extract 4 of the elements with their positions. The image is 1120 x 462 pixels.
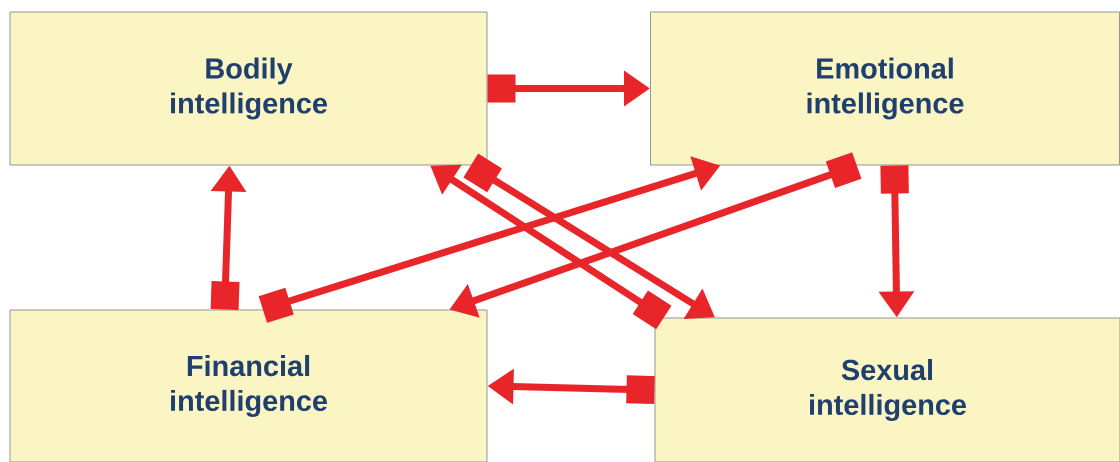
concept-box: Bodily intelligence xyxy=(9,11,488,166)
concept-box: Financial intelligence xyxy=(9,309,488,462)
concept-box: Sexual intelligence xyxy=(654,317,1120,462)
concept-box: Emotional intelligence xyxy=(650,11,1120,166)
